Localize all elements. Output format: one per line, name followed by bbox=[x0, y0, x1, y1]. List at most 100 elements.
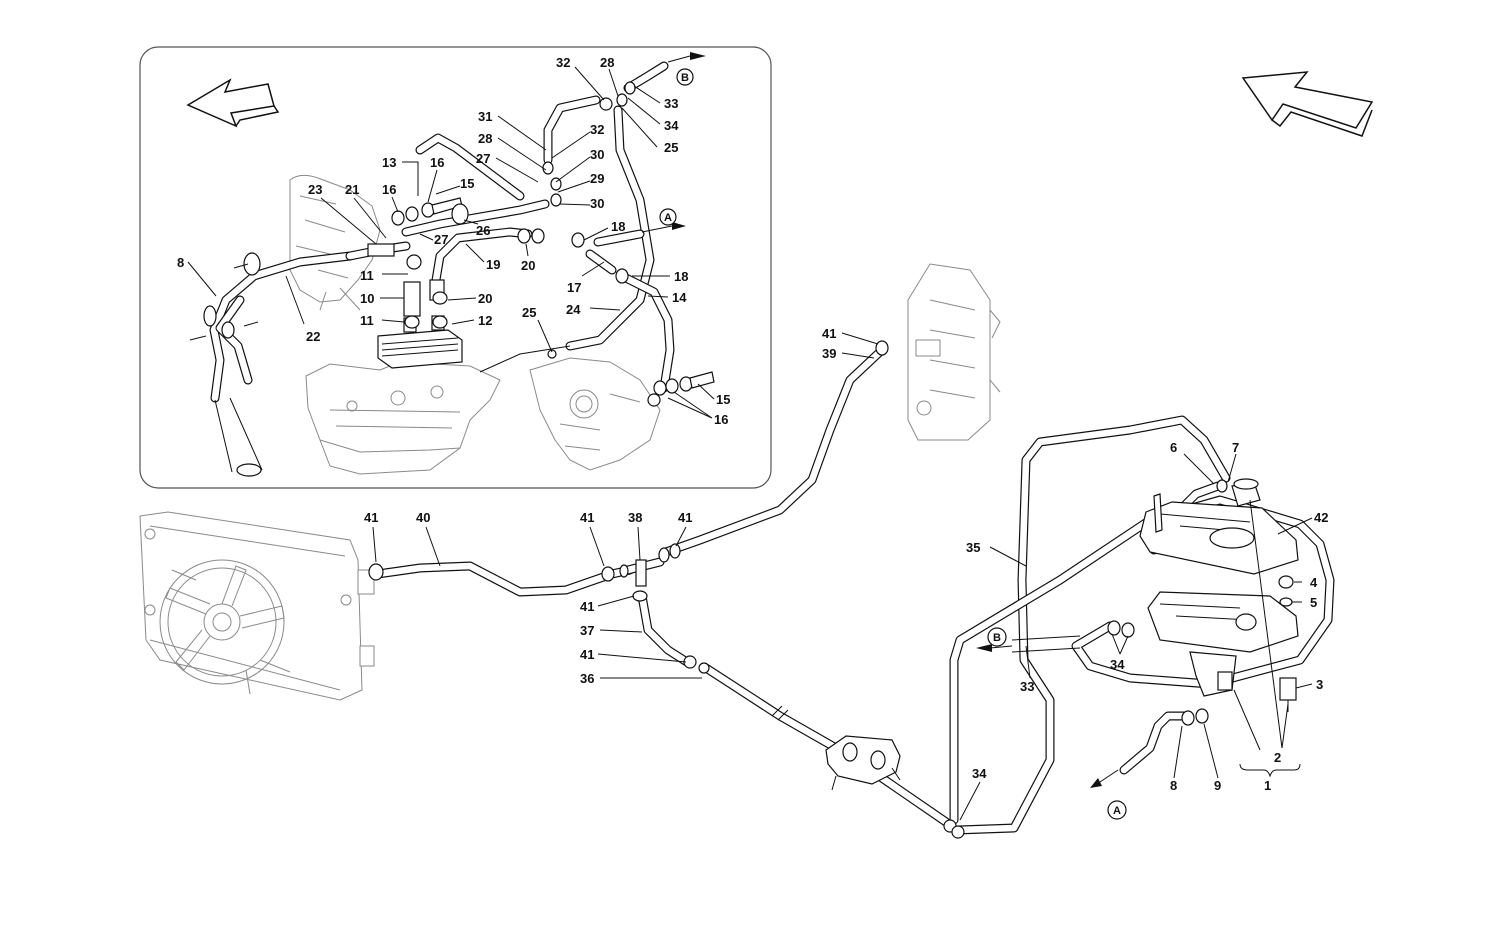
label-16-b: 16 bbox=[382, 182, 396, 197]
hose-bracket bbox=[825, 735, 901, 791]
label-15-a: 15 bbox=[460, 176, 474, 191]
inset-hose-31 bbox=[543, 95, 601, 165]
label-34-b: 34 bbox=[1110, 657, 1125, 672]
label-41-d: 41 bbox=[678, 510, 692, 525]
label-34-a: 34 bbox=[664, 118, 679, 133]
mount-3 bbox=[1279, 677, 1297, 712]
inset-callout-a: A bbox=[659, 208, 677, 226]
direction-arrow-left bbox=[186, 78, 280, 128]
label-2: 2 bbox=[1274, 750, 1281, 765]
label-26: 26 bbox=[476, 223, 490, 238]
inset-hose-33 bbox=[623, 52, 706, 93]
inset-hose-13 bbox=[401, 133, 550, 237]
label-23: 23 bbox=[308, 182, 322, 197]
label-30-b: 30 bbox=[590, 196, 604, 211]
inset-hose-19 bbox=[431, 227, 533, 285]
label-20-a: 20 bbox=[521, 258, 535, 273]
label-27-a: 27 bbox=[476, 151, 490, 166]
hose-8-lower bbox=[1090, 711, 1191, 788]
label-39: 39 bbox=[822, 346, 836, 361]
label-19: 19 bbox=[486, 257, 500, 272]
label-9: 9 bbox=[1214, 778, 1221, 793]
label-27-b: 27 bbox=[434, 232, 448, 247]
label-4: 4 bbox=[1310, 575, 1318, 590]
label-32-a: 32 bbox=[556, 55, 570, 70]
inset-oil-cooler bbox=[377, 315, 463, 369]
radiator-fan-assembly bbox=[139, 511, 375, 701]
inset-engine-block bbox=[289, 174, 661, 471]
tank-cap-7 bbox=[1231, 478, 1261, 507]
inset-clamps bbox=[189, 81, 715, 407]
label-14: 14 bbox=[672, 290, 687, 305]
nut-4 bbox=[1278, 575, 1294, 589]
group-brace-1 bbox=[1239, 763, 1301, 778]
label-41-c: 41 bbox=[580, 510, 594, 525]
secondary-radiator bbox=[907, 263, 1001, 441]
label-16-c: 16 bbox=[714, 412, 728, 427]
label-42: 42 bbox=[1314, 510, 1328, 525]
label-7: 7 bbox=[1232, 440, 1239, 455]
label-10: 10 bbox=[360, 291, 374, 306]
label-33-b: 33 bbox=[1020, 679, 1034, 694]
label-37: 37 bbox=[580, 623, 594, 638]
hose-39 bbox=[661, 345, 887, 557]
label-33: 33 bbox=[664, 96, 678, 111]
label-29: 29 bbox=[590, 171, 604, 186]
label-22: 22 bbox=[306, 329, 320, 344]
hose-36 bbox=[701, 663, 951, 827]
label-34-c: 34 bbox=[972, 766, 987, 781]
inset-hose-17 bbox=[585, 222, 686, 275]
callout-b-text: B bbox=[681, 72, 689, 84]
label-30-a: 30 bbox=[590, 147, 604, 162]
washer-5 bbox=[1279, 597, 1293, 607]
inset-transmission-housing bbox=[305, 361, 501, 475]
label-18-a: 18 bbox=[611, 219, 625, 234]
label-11-b: 11 bbox=[360, 313, 374, 328]
label-5: 5 bbox=[1310, 595, 1317, 610]
label-20-b: 20 bbox=[478, 291, 492, 306]
expansion-tank bbox=[1139, 501, 1299, 697]
callout-a-text: A bbox=[664, 212, 672, 224]
label-8-b: 8 bbox=[1170, 778, 1177, 793]
label-18-b: 18 bbox=[674, 269, 688, 284]
label-38: 38 bbox=[628, 510, 642, 525]
inset-hose-24 bbox=[479, 105, 655, 373]
main-callout-a: A bbox=[1107, 800, 1127, 820]
detail-inset-frame bbox=[139, 46, 772, 489]
label-36: 36 bbox=[580, 671, 594, 686]
label-40: 40 bbox=[416, 510, 430, 525]
label-28-b: 28 bbox=[478, 131, 492, 146]
label-24: 24 bbox=[566, 302, 581, 317]
label-15-b: 15 bbox=[716, 392, 730, 407]
label-41-f: 41 bbox=[580, 647, 594, 662]
label-28-a: 28 bbox=[600, 55, 614, 70]
inset-hose-14 bbox=[621, 273, 675, 393]
inset-callout-b: B bbox=[676, 68, 694, 86]
pipe-33 bbox=[976, 635, 1081, 653]
callout-a-main-text: A bbox=[1113, 805, 1121, 817]
label-21: 21 bbox=[345, 182, 359, 197]
label-12: 12 bbox=[478, 313, 492, 328]
label-11-a: 11 bbox=[360, 268, 374, 283]
label-17: 17 bbox=[567, 280, 581, 295]
hose-35 bbox=[949, 415, 1335, 835]
label-35: 35 bbox=[966, 540, 980, 555]
label-1: 1 bbox=[1264, 778, 1271, 793]
main-callout-b: B bbox=[987, 627, 1007, 647]
label-6: 6 bbox=[1170, 440, 1177, 455]
label-16-a: 16 bbox=[430, 155, 444, 170]
tee-38 bbox=[623, 557, 665, 587]
callout-b-main-text: B bbox=[993, 632, 1001, 644]
label-32-b: 32 bbox=[590, 122, 604, 137]
hose-37 bbox=[637, 591, 695, 669]
main-clamps bbox=[368, 340, 1228, 839]
direction-arrow-right bbox=[1241, 71, 1374, 137]
label-8-a: 8 bbox=[177, 255, 184, 270]
label-13: 13 bbox=[382, 155, 396, 170]
label-41-b: 41 bbox=[364, 510, 378, 525]
label-25-b: 25 bbox=[522, 305, 536, 320]
label-41-a: 41 bbox=[822, 326, 836, 341]
screw-bolt bbox=[1153, 493, 1163, 533]
